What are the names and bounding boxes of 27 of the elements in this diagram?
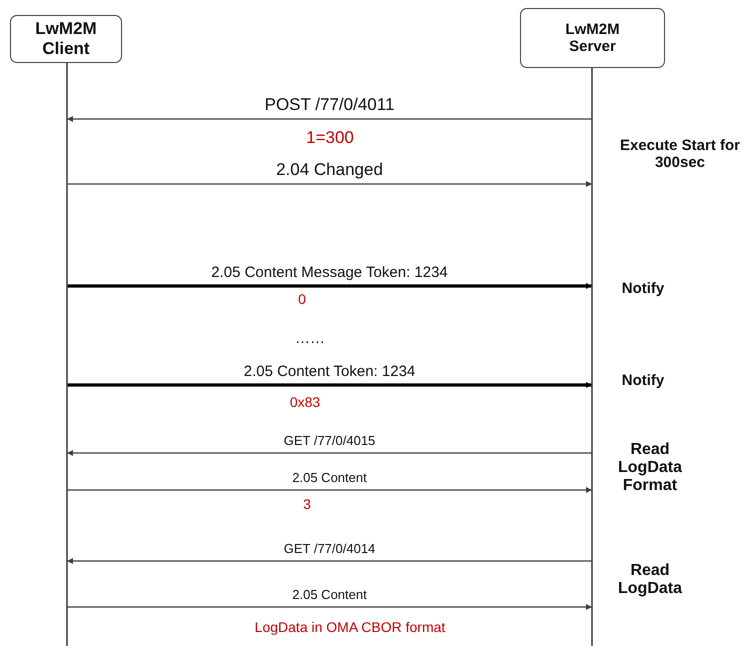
- message-arrow: [67, 487, 592, 493]
- message-arrow: [67, 450, 592, 456]
- message-label: 2.04 Changed: [274, 160, 385, 180]
- step-note: Notify: [622, 280, 664, 297]
- payload-note: 1=300: [306, 128, 354, 148]
- step-note: Notify: [622, 372, 664, 389]
- message-arrow: [67, 181, 592, 187]
- message-label: 2.05 Content: [290, 587, 369, 602]
- message-arrow: [67, 283, 592, 289]
- payload-note: LogData in OMA CBOR format: [254, 619, 446, 635]
- ellipsis-text: ……: [295, 330, 325, 347]
- step-note: Read LogData Format: [617, 441, 684, 495]
- message-arrow: [67, 558, 592, 564]
- payload-note: 0x83: [290, 394, 320, 410]
- message-arrow: [67, 604, 592, 610]
- message-label: GET /77/0/4015: [282, 433, 378, 448]
- participant-box: LwM2M Client: [10, 15, 122, 63]
- message-arrow: [67, 382, 592, 388]
- message-label: 2.05 Content Message Token: 1234: [209, 264, 450, 281]
- step-note: Read LogData: [617, 562, 684, 598]
- message-label: GET /77/0/4014: [282, 541, 378, 556]
- step-note: Execute Start for 300sec: [618, 137, 742, 171]
- message-arrow: [67, 116, 592, 122]
- payload-note: 3: [303, 496, 311, 512]
- payload-note: 0: [298, 291, 306, 307]
- participant-box: LwM2M Server: [520, 8, 665, 68]
- message-label: 2.05 Content: [290, 470, 369, 485]
